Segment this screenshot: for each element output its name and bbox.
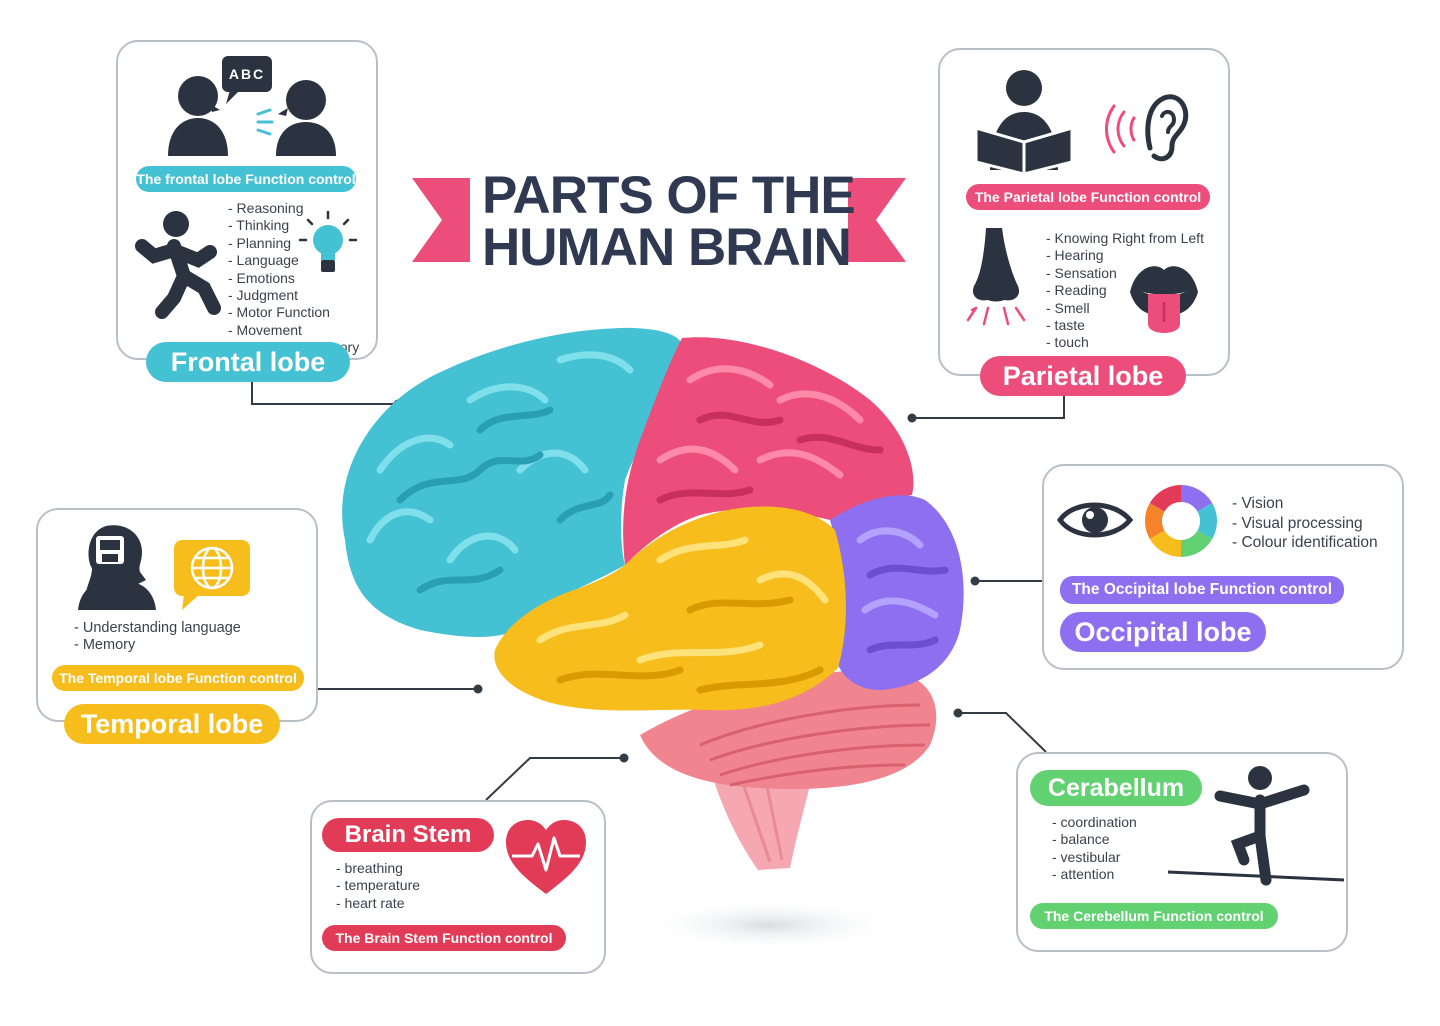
connector-cerebellum <box>958 712 1047 753</box>
brain-stem-function-list: - breathing - temperature - heart rate <box>336 860 420 912</box>
list-item: - temperature <box>336 877 421 894</box>
temporal-lobe-label: Temporal lobe <box>64 704 280 744</box>
list-item: - balance <box>1052 831 1110 848</box>
list-item: - Thinking <box>228 217 290 234</box>
temporal-function-label: The Temporal lobe Function control <box>52 665 304 691</box>
frontal-lobe-shape <box>342 327 682 637</box>
running-person-icon <box>135 211 221 319</box>
speech-bubble-icon <box>222 56 272 104</box>
list-item: - Motor Function <box>228 304 330 321</box>
temporal-function-list: - Understanding language - Memory <box>74 620 241 654</box>
temporal-lobe-shape <box>494 506 846 711</box>
list-item: - Knowing Right from Left <box>1046 230 1204 246</box>
cerebellum-function-label: The Cerebellum Function control <box>1030 903 1278 929</box>
title-line-2: HUMAN BRAIN <box>482 218 852 277</box>
list-item: - Colour identification <box>1232 534 1378 551</box>
cerebellum-label: Cerabellum <box>1030 770 1202 806</box>
list-item: - Hearing <box>1046 247 1104 264</box>
page-title: PARTS OF THE HUMAN BRAIN <box>482 166 856 277</box>
speech-bubble-text: ABC <box>228 66 266 82</box>
list-item: - Visual processing <box>1232 514 1363 532</box>
list-item: - Vision <box>1232 495 1284 512</box>
list-item: - attention <box>1052 866 1115 883</box>
parietal-lobe-shape <box>623 337 914 565</box>
balancing-person-icon <box>1167 766 1345 886</box>
list-item: - Memory <box>74 637 136 653</box>
title-line-1: PARTS OF THE <box>482 166 856 225</box>
list-item: - touch <box>1046 334 1089 351</box>
list-item: - Planning <box>228 234 292 251</box>
occipital-lobe-label: Occipital lobe <box>1060 612 1266 652</box>
parietal-lobe-label: Parietal lobe <box>980 356 1186 396</box>
list-item: - Emotions <box>228 269 295 286</box>
globe-chat-icon <box>174 540 250 610</box>
parietal-function-label: The Parietal lobe Function control <box>966 184 1210 210</box>
list-item: - taste <box>1046 317 1085 334</box>
brain-stem-label: Brain Stem <box>322 818 494 852</box>
list-item: - Sensation <box>1046 264 1117 281</box>
heart-rate-icon <box>506 820 586 894</box>
tongue-icon <box>1130 266 1198 333</box>
cerebellum-function-list: - coordination - balance - vestibular - … <box>1052 814 1137 884</box>
ear-icon <box>1105 94 1189 162</box>
head-memory-icon <box>78 525 156 610</box>
occipital-function-label: The Occipital lobe Function control <box>1060 576 1344 604</box>
connector-brainstem <box>485 757 624 801</box>
nose-icon <box>966 228 1026 326</box>
connector-parietal <box>912 392 1065 419</box>
lightbulb-icon <box>298 210 358 272</box>
list-item: - Reading <box>1046 282 1107 299</box>
brain-shadow <box>640 899 900 951</box>
list-item: - Language <box>228 252 299 269</box>
list-item: - Judgment <box>228 287 299 304</box>
two-people-talking-icon <box>168 76 336 156</box>
list-item: - breathing <box>336 860 403 876</box>
color-wheel-icon <box>1144 485 1218 557</box>
list-item: - coordination <box>1052 814 1137 830</box>
list-item: - vestibular <box>1052 848 1121 865</box>
parietal-function-list: - Knowing Right from Left - Hearing - Se… <box>1046 230 1204 352</box>
title-ribbon-left <box>412 178 470 262</box>
occipital-function-list: - Vision - Visual processing - Colour id… <box>1232 494 1378 553</box>
list-item: - Understanding language <box>74 620 241 636</box>
connector-frontal <box>251 378 398 405</box>
eye-icon <box>1056 502 1134 538</box>
brain-stem-function-label: The Brain Stem Function control <box>322 925 566 951</box>
person-reading-icon <box>974 70 1074 176</box>
frontal-lobe-label: Frontal lobe <box>146 342 350 382</box>
list-item: - Movement <box>228 321 302 338</box>
list-item: - heart rate <box>336 894 405 911</box>
title-ribbon-right <box>848 178 906 262</box>
list-item: - Reasoning <box>228 200 304 216</box>
frontal-function-list: - Reasoning - Thinking - Planning - Lang… <box>228 200 359 357</box>
list-item: - Smell <box>1046 299 1090 316</box>
occipital-lobe-shape <box>830 495 964 690</box>
frontal-function-label: The frontal lobe Function control <box>136 166 356 192</box>
